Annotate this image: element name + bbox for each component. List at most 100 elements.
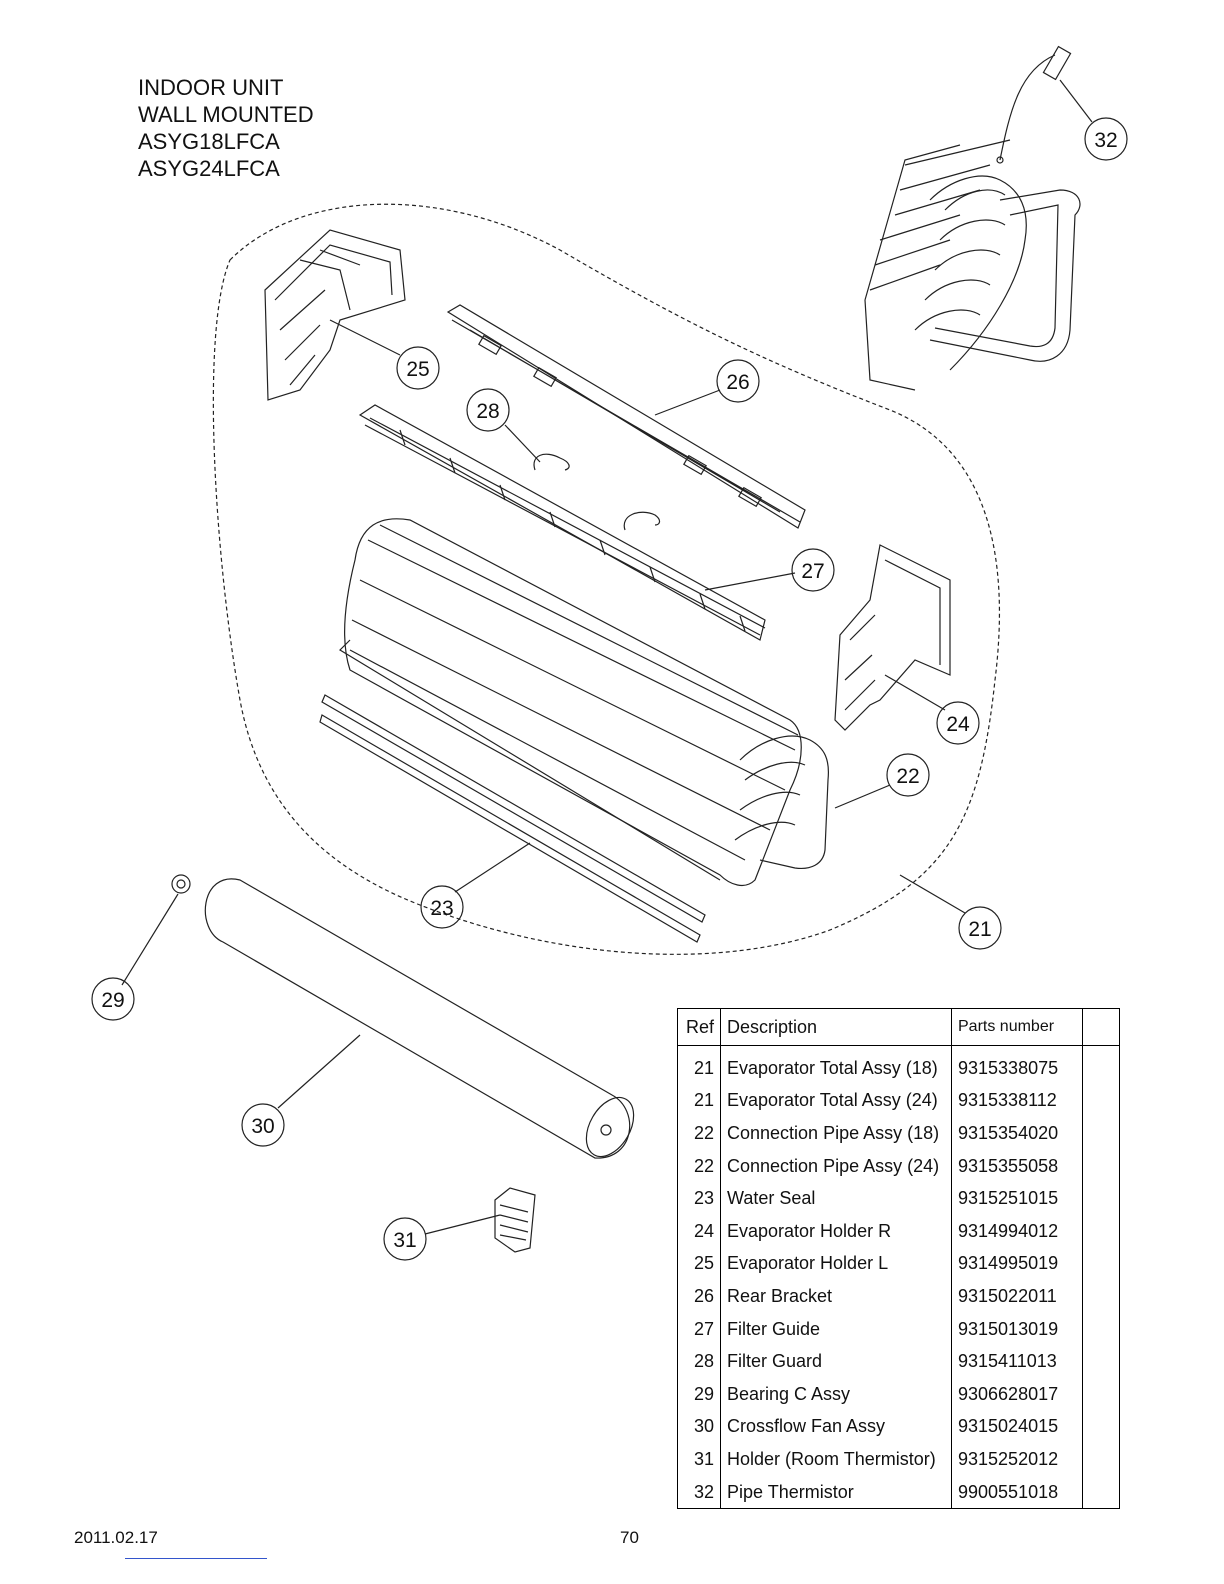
page-number: 70 bbox=[620, 1528, 639, 1547]
bearing-c-assy bbox=[171, 874, 191, 894]
leader-23 bbox=[454, 842, 531, 893]
title-line-indoor-unit: INDOOR UNIT bbox=[138, 75, 284, 100]
parts-number-cell: 9314994012 bbox=[951, 1214, 1083, 1248]
ref-cell: 25 bbox=[677, 1247, 721, 1281]
leader-29 bbox=[121, 893, 179, 986]
leader-24 bbox=[884, 674, 946, 711]
callout-circle-29 bbox=[91, 977, 135, 1021]
callout-25: 25 bbox=[406, 358, 429, 381]
description-cell: Water Seal bbox=[720, 1182, 952, 1215]
parts-number-cell: 9315338112 bbox=[951, 1084, 1083, 1118]
callout-circle-26 bbox=[716, 359, 760, 403]
callout-27: 27 bbox=[801, 560, 824, 583]
leader-26 bbox=[654, 389, 721, 416]
description-cell: Bearing C Assy bbox=[720, 1377, 952, 1411]
ref-cell: 28 bbox=[677, 1345, 721, 1378]
assembly-boundary bbox=[212, 203, 1001, 955]
parts-number-cell: 9900551018 bbox=[951, 1475, 1083, 1509]
callout-circle-31 bbox=[383, 1217, 427, 1261]
leader-30 bbox=[277, 1034, 361, 1109]
filter-guard-clip-2 bbox=[623, 511, 661, 531]
callout-circle-25 bbox=[396, 346, 440, 390]
ref-cell: 22 bbox=[677, 1117, 721, 1150]
ref-cell: 23 bbox=[677, 1182, 721, 1215]
blank-cell bbox=[1082, 1410, 1120, 1444]
callout-circle-23 bbox=[420, 885, 464, 929]
ref-cell: 21 bbox=[677, 1045, 721, 1085]
parts-number-cell: 9315013019 bbox=[951, 1312, 1083, 1346]
blank-cell bbox=[1082, 1312, 1120, 1346]
parts-number-cell: 9315251015 bbox=[951, 1182, 1083, 1215]
callout-circle-28 bbox=[466, 388, 510, 432]
callout-circle-24 bbox=[936, 701, 980, 745]
description-cell: Evaporator Total Assy (18) bbox=[720, 1045, 952, 1085]
blank-cell bbox=[1082, 1117, 1120, 1150]
ref-cell: 31 bbox=[677, 1443, 721, 1476]
ref-cell: 32 bbox=[677, 1475, 721, 1509]
blank-cell bbox=[1082, 1345, 1120, 1378]
description-cell: Pipe Thermistor bbox=[720, 1475, 952, 1509]
footer-link-underline bbox=[125, 1558, 267, 1559]
ref-cell: 21 bbox=[677, 1084, 721, 1118]
callout-22: 22 bbox=[896, 765, 919, 788]
filter-guide bbox=[358, 404, 766, 641]
ref-cell: 26 bbox=[677, 1280, 721, 1313]
evaporator-holder-l bbox=[264, 229, 406, 401]
room-thermistor-holder bbox=[494, 1187, 536, 1253]
title-line-model-24: ASYG24LFCA bbox=[138, 156, 280, 181]
callout-circle-30 bbox=[241, 1103, 285, 1147]
leader-31 bbox=[424, 1214, 501, 1235]
leader-32 bbox=[1059, 79, 1093, 123]
blank-cell bbox=[1082, 1084, 1120, 1118]
callout-circle-21 bbox=[958, 906, 1002, 950]
ref-cell: 30 bbox=[677, 1410, 721, 1444]
parts-table-header: Ref Description Parts number bbox=[677, 1008, 1120, 1046]
callout-24: 24 bbox=[946, 713, 970, 736]
parts-number-cell: 9315355058 bbox=[951, 1149, 1083, 1183]
callout-26: 26 bbox=[726, 371, 749, 394]
description-cell: Connection Pipe Assy (18) bbox=[720, 1117, 952, 1150]
leader-22 bbox=[834, 784, 891, 809]
parts-number-cell: 9315338075 bbox=[951, 1045, 1083, 1085]
parts-number-cell: 9314995019 bbox=[951, 1247, 1083, 1281]
ref-cell: 22 bbox=[677, 1149, 721, 1183]
description-cell: Filter Guard bbox=[720, 1345, 952, 1378]
callout-circle-27 bbox=[791, 548, 835, 592]
ref-cell: 27 bbox=[677, 1312, 721, 1346]
callout-21: 21 bbox=[968, 918, 991, 941]
blank-cell bbox=[1082, 1377, 1120, 1411]
ref-cell: 24 bbox=[677, 1214, 721, 1248]
callout-29: 29 bbox=[101, 989, 124, 1012]
header-parts-number: Parts number bbox=[951, 1008, 1083, 1046]
blank-cell bbox=[1082, 1280, 1120, 1313]
blank-cell bbox=[1082, 1045, 1120, 1085]
description-cell: Connection Pipe Assy (24) bbox=[720, 1149, 952, 1183]
parts-number-cell: 9306628017 bbox=[951, 1377, 1083, 1411]
water-seal bbox=[319, 694, 706, 943]
leader-25 bbox=[329, 319, 401, 356]
rear-bracket bbox=[446, 304, 806, 529]
blank-cell bbox=[1082, 1214, 1120, 1248]
callout-circle-32 bbox=[1084, 117, 1128, 161]
description-cell: Holder (Room Thermistor) bbox=[720, 1443, 952, 1476]
leader-28 bbox=[504, 424, 541, 463]
blank-cell bbox=[1082, 1475, 1120, 1509]
title-line-model-18: ASYG18LFCA bbox=[138, 129, 280, 154]
description-cell: Evaporator Holder L bbox=[720, 1247, 952, 1281]
parts-number-cell: 9315252012 bbox=[951, 1443, 1083, 1476]
parts-number-cell: 9315024015 bbox=[951, 1410, 1083, 1444]
parts-number-cell: 9315022011 bbox=[951, 1280, 1083, 1313]
